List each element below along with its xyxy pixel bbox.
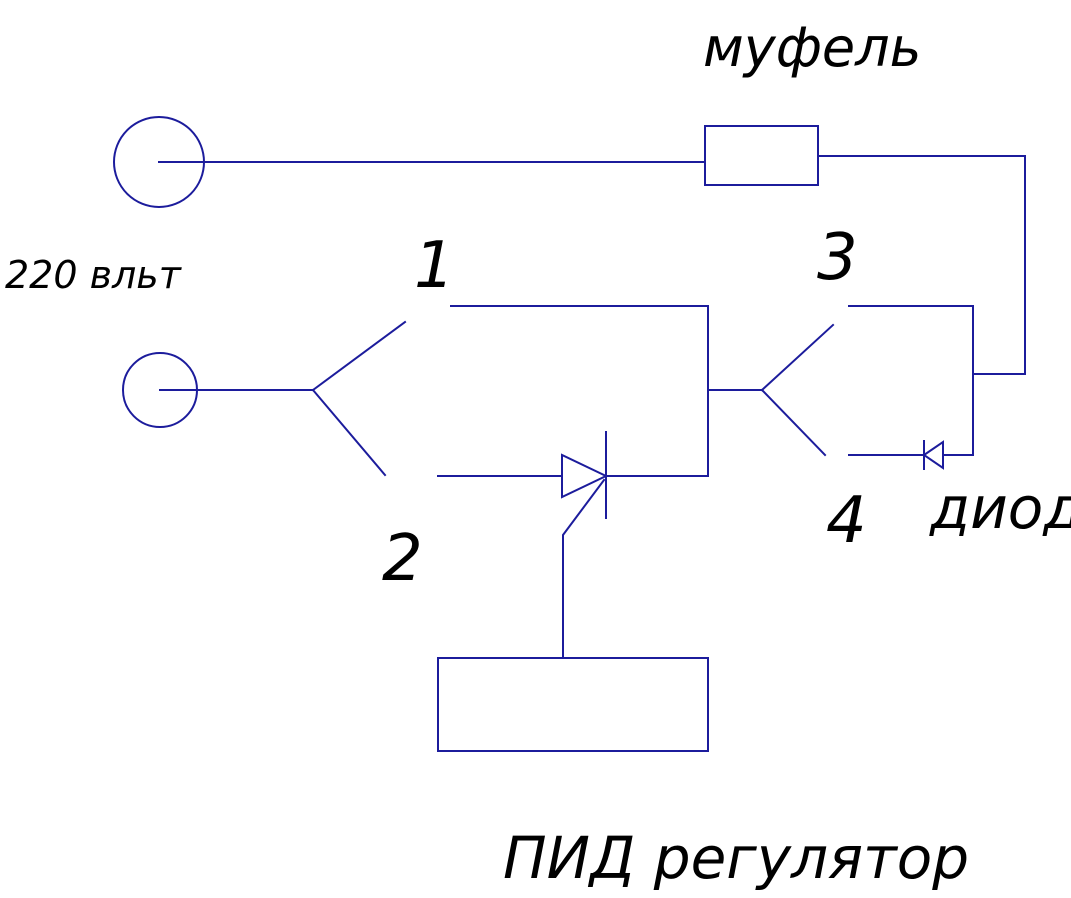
thyristor-body (561, 453, 609, 499)
switch-left-arm-1 (311, 320, 407, 392)
switch-left-arm-2 (311, 388, 387, 477)
label-terminal-4: 4 (826, 484, 867, 558)
furnace-resistor (704, 125, 819, 186)
pid-controller-box (437, 657, 709, 752)
wire-contact-3 (848, 305, 974, 455)
label-voltage: 220 вльт (5, 253, 183, 297)
switch-right-arm-3 (760, 323, 835, 392)
label-diode: диод (929, 474, 1071, 542)
label-terminal-1: 1 (414, 229, 455, 303)
label-pid-controller: ПИД регулятор (503, 824, 969, 892)
label-terminal-3: 3 (817, 221, 858, 295)
diode-body (922, 440, 944, 470)
wire-furnace-return (817, 155, 1026, 375)
label-furnace: муфель (703, 16, 921, 79)
switch-right-arm-4 (760, 388, 827, 457)
thyristor-gate-wire (562, 478, 606, 659)
label-terminal-2: 2 (382, 522, 423, 596)
wire-contact-1 (450, 305, 709, 477)
